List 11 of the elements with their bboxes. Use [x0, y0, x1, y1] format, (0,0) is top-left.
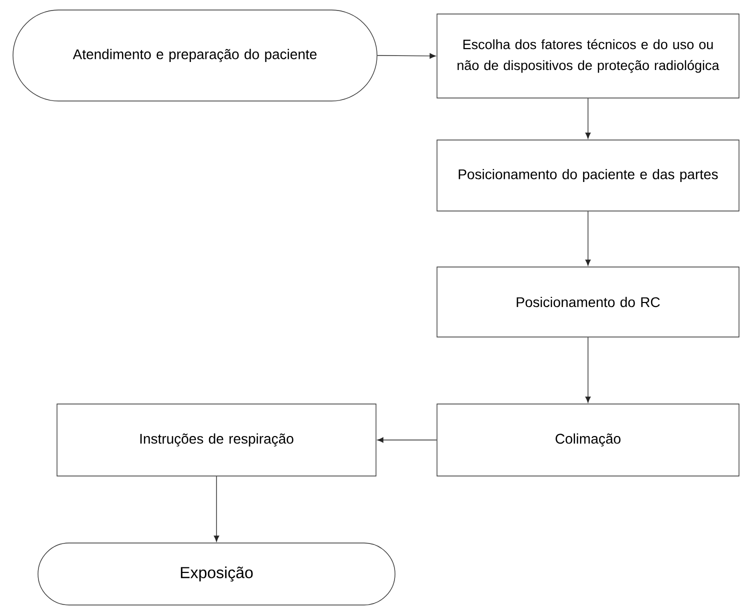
arrow	[585, 98, 591, 139]
arrow	[585, 211, 591, 266]
process-box: Escolha dos fatores técnicos e do uso ou não de dispositivos de proteção radiológica	[436, 14, 740, 98]
process-box: Instruções de respiração	[56, 404, 376, 476]
arrow	[377, 53, 436, 59]
arrow	[214, 476, 220, 542]
process-box: Posicionamento do RC	[436, 266, 740, 338]
arrow	[585, 337, 591, 403]
arrow	[377, 437, 437, 443]
process-box: Posicionamento do paciente e das partes	[436, 140, 740, 212]
process-box: Colimação	[436, 404, 740, 476]
